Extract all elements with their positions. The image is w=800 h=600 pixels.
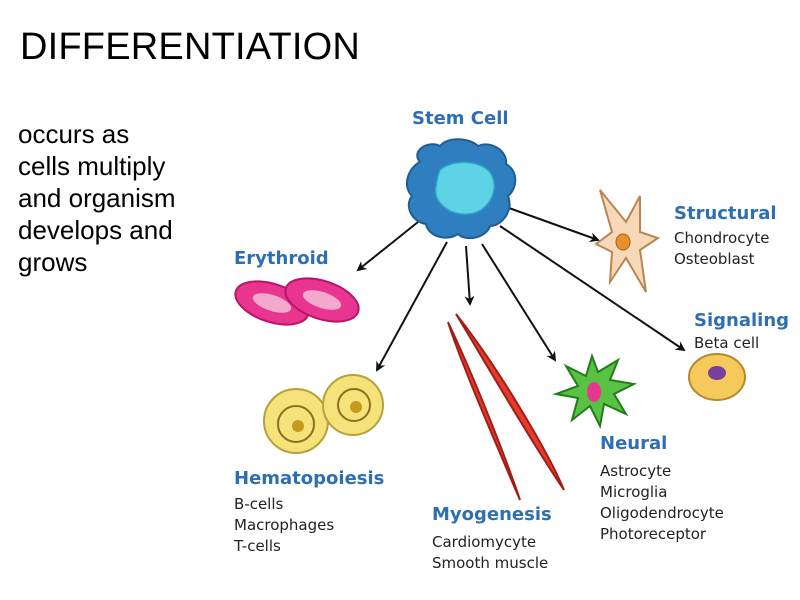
arrow-to-neural xyxy=(481,243,557,362)
arrow-to-hematopoiesis xyxy=(376,241,448,372)
red-blood-cell-center xyxy=(302,290,342,310)
myogenesis-item: Cardiomycyte xyxy=(432,533,536,551)
structural-label: Structural xyxy=(674,203,777,224)
body-line: develops and xyxy=(18,215,173,245)
neural-label: Neural xyxy=(600,433,667,454)
hematopoiesis-item: T-cells xyxy=(233,537,281,555)
structural-cell-illustration xyxy=(594,189,661,293)
arrow-to-myogenesis xyxy=(464,245,475,306)
signaling-item: Beta cell xyxy=(694,334,759,352)
arrows xyxy=(356,207,686,372)
body-line: occurs as xyxy=(18,119,130,149)
arrow-to-structural xyxy=(508,207,600,242)
signaling-label: Signaling xyxy=(694,310,789,331)
neural-item: Microglia xyxy=(600,483,667,501)
myogenesis-cells xyxy=(447,313,565,501)
body-text: occurs as cells multiply and organism de… xyxy=(18,118,238,278)
beta-cell-nucleus xyxy=(708,366,726,380)
blood-stem-cell-nucleus xyxy=(292,420,304,432)
stem-cell-label: Stem Cell xyxy=(412,108,509,129)
signaling-cell-illustration xyxy=(688,353,746,401)
hematopoiesis-label: Hematopoiesis xyxy=(234,468,384,489)
body-line: and organism xyxy=(18,183,176,213)
body-line: grows xyxy=(18,247,88,277)
blood-stem-cell-nucleus xyxy=(350,401,362,413)
myogenesis-label: Myogenesis xyxy=(432,504,552,525)
neural-cell-illustration xyxy=(552,352,638,430)
muscle-cell xyxy=(447,321,521,501)
neural-item: Photoreceptor xyxy=(600,525,707,543)
blood-stem-cell-ring xyxy=(337,388,371,422)
blood-stem-cell-ring xyxy=(277,405,315,443)
stem-cell-nucleus xyxy=(434,161,495,215)
erythroid-cells xyxy=(234,277,360,326)
stem-cell-illustration xyxy=(405,138,517,240)
arrow-to-erythroid xyxy=(356,221,419,272)
body-line: cells multiply xyxy=(18,151,166,181)
erythroid-label: Erythroid xyxy=(234,248,329,269)
hematopoiesis-item: B-cells xyxy=(234,495,284,513)
myogenesis-item: Smooth muscle xyxy=(432,554,548,572)
hematopoiesis-item: Macrophages xyxy=(234,516,334,534)
hematopoiesis-cells xyxy=(263,374,384,454)
neural-item: Oligodendrocyte xyxy=(600,504,724,522)
structural-item: Osteoblast xyxy=(674,250,755,268)
neural-item: Astrocyte xyxy=(600,462,671,480)
structural-cell-nucleus xyxy=(615,233,631,251)
slide-title: DIFFERENTIATION xyxy=(20,26,361,68)
muscle-cell xyxy=(455,313,565,491)
astrocyte-nucleus xyxy=(587,382,601,402)
red-blood-cell-center xyxy=(252,293,292,313)
arrow-to-signaling xyxy=(499,225,686,352)
structural-item: Chondrocyte xyxy=(674,229,769,247)
labels: Stem Cell Erythroid Structural Chondrocy… xyxy=(233,108,789,572)
